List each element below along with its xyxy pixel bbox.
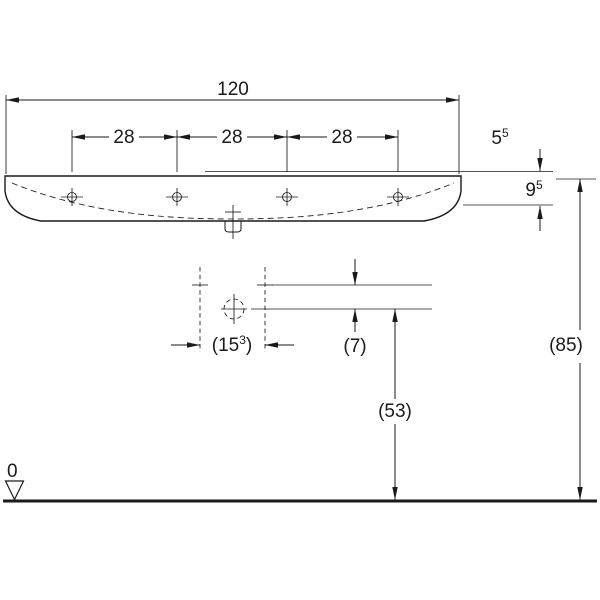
- label-mask: [327, 129, 357, 145]
- tap-hole-mark-2: [166, 188, 188, 206]
- label-mask: [217, 129, 247, 145]
- datum-triangle: [4, 480, 25, 501]
- dim-label-offset: (7): [343, 336, 366, 357]
- tap-hole-mark-1: [61, 188, 83, 206]
- dim-label-drain-height: (53): [378, 401, 412, 422]
- dim-label-tap-spacing-2: 28: [221, 127, 242, 148]
- dim-label-rim-height: (85): [549, 335, 583, 356]
- dim-label-rim-to-tap: 55: [491, 126, 509, 149]
- tap-hole-mark-3: [276, 188, 298, 206]
- basin-outline: [4, 175, 462, 222]
- dim-label-tap-spacing-3: 28: [331, 127, 352, 148]
- dim-label-apron-height: 95: [525, 178, 543, 201]
- dim-label-fixing-spacing: (153): [212, 333, 252, 356]
- dim-label-tap-spacing-1: 28: [113, 127, 134, 148]
- drain-outline: [224, 221, 242, 233]
- tap-hole-mark-4: [387, 188, 409, 206]
- datum-zero-label: 0: [7, 461, 18, 482]
- dim-label-total-width: 120: [217, 79, 249, 100]
- label-mask: [109, 129, 139, 145]
